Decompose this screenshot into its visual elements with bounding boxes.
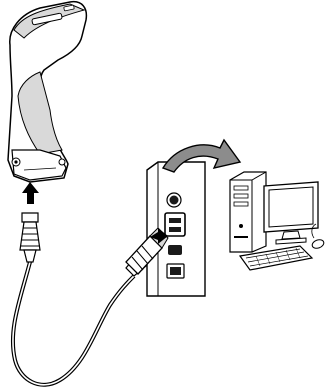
cable-connector-icon (20, 213, 40, 262)
monitor-icon (264, 182, 318, 244)
cable (13, 262, 134, 385)
desktop-computer-icon (230, 172, 266, 252)
up-arrow-icon (22, 182, 39, 204)
computer-back-panel-icon (147, 162, 205, 296)
barcode-scanner-icon (8, 2, 86, 182)
